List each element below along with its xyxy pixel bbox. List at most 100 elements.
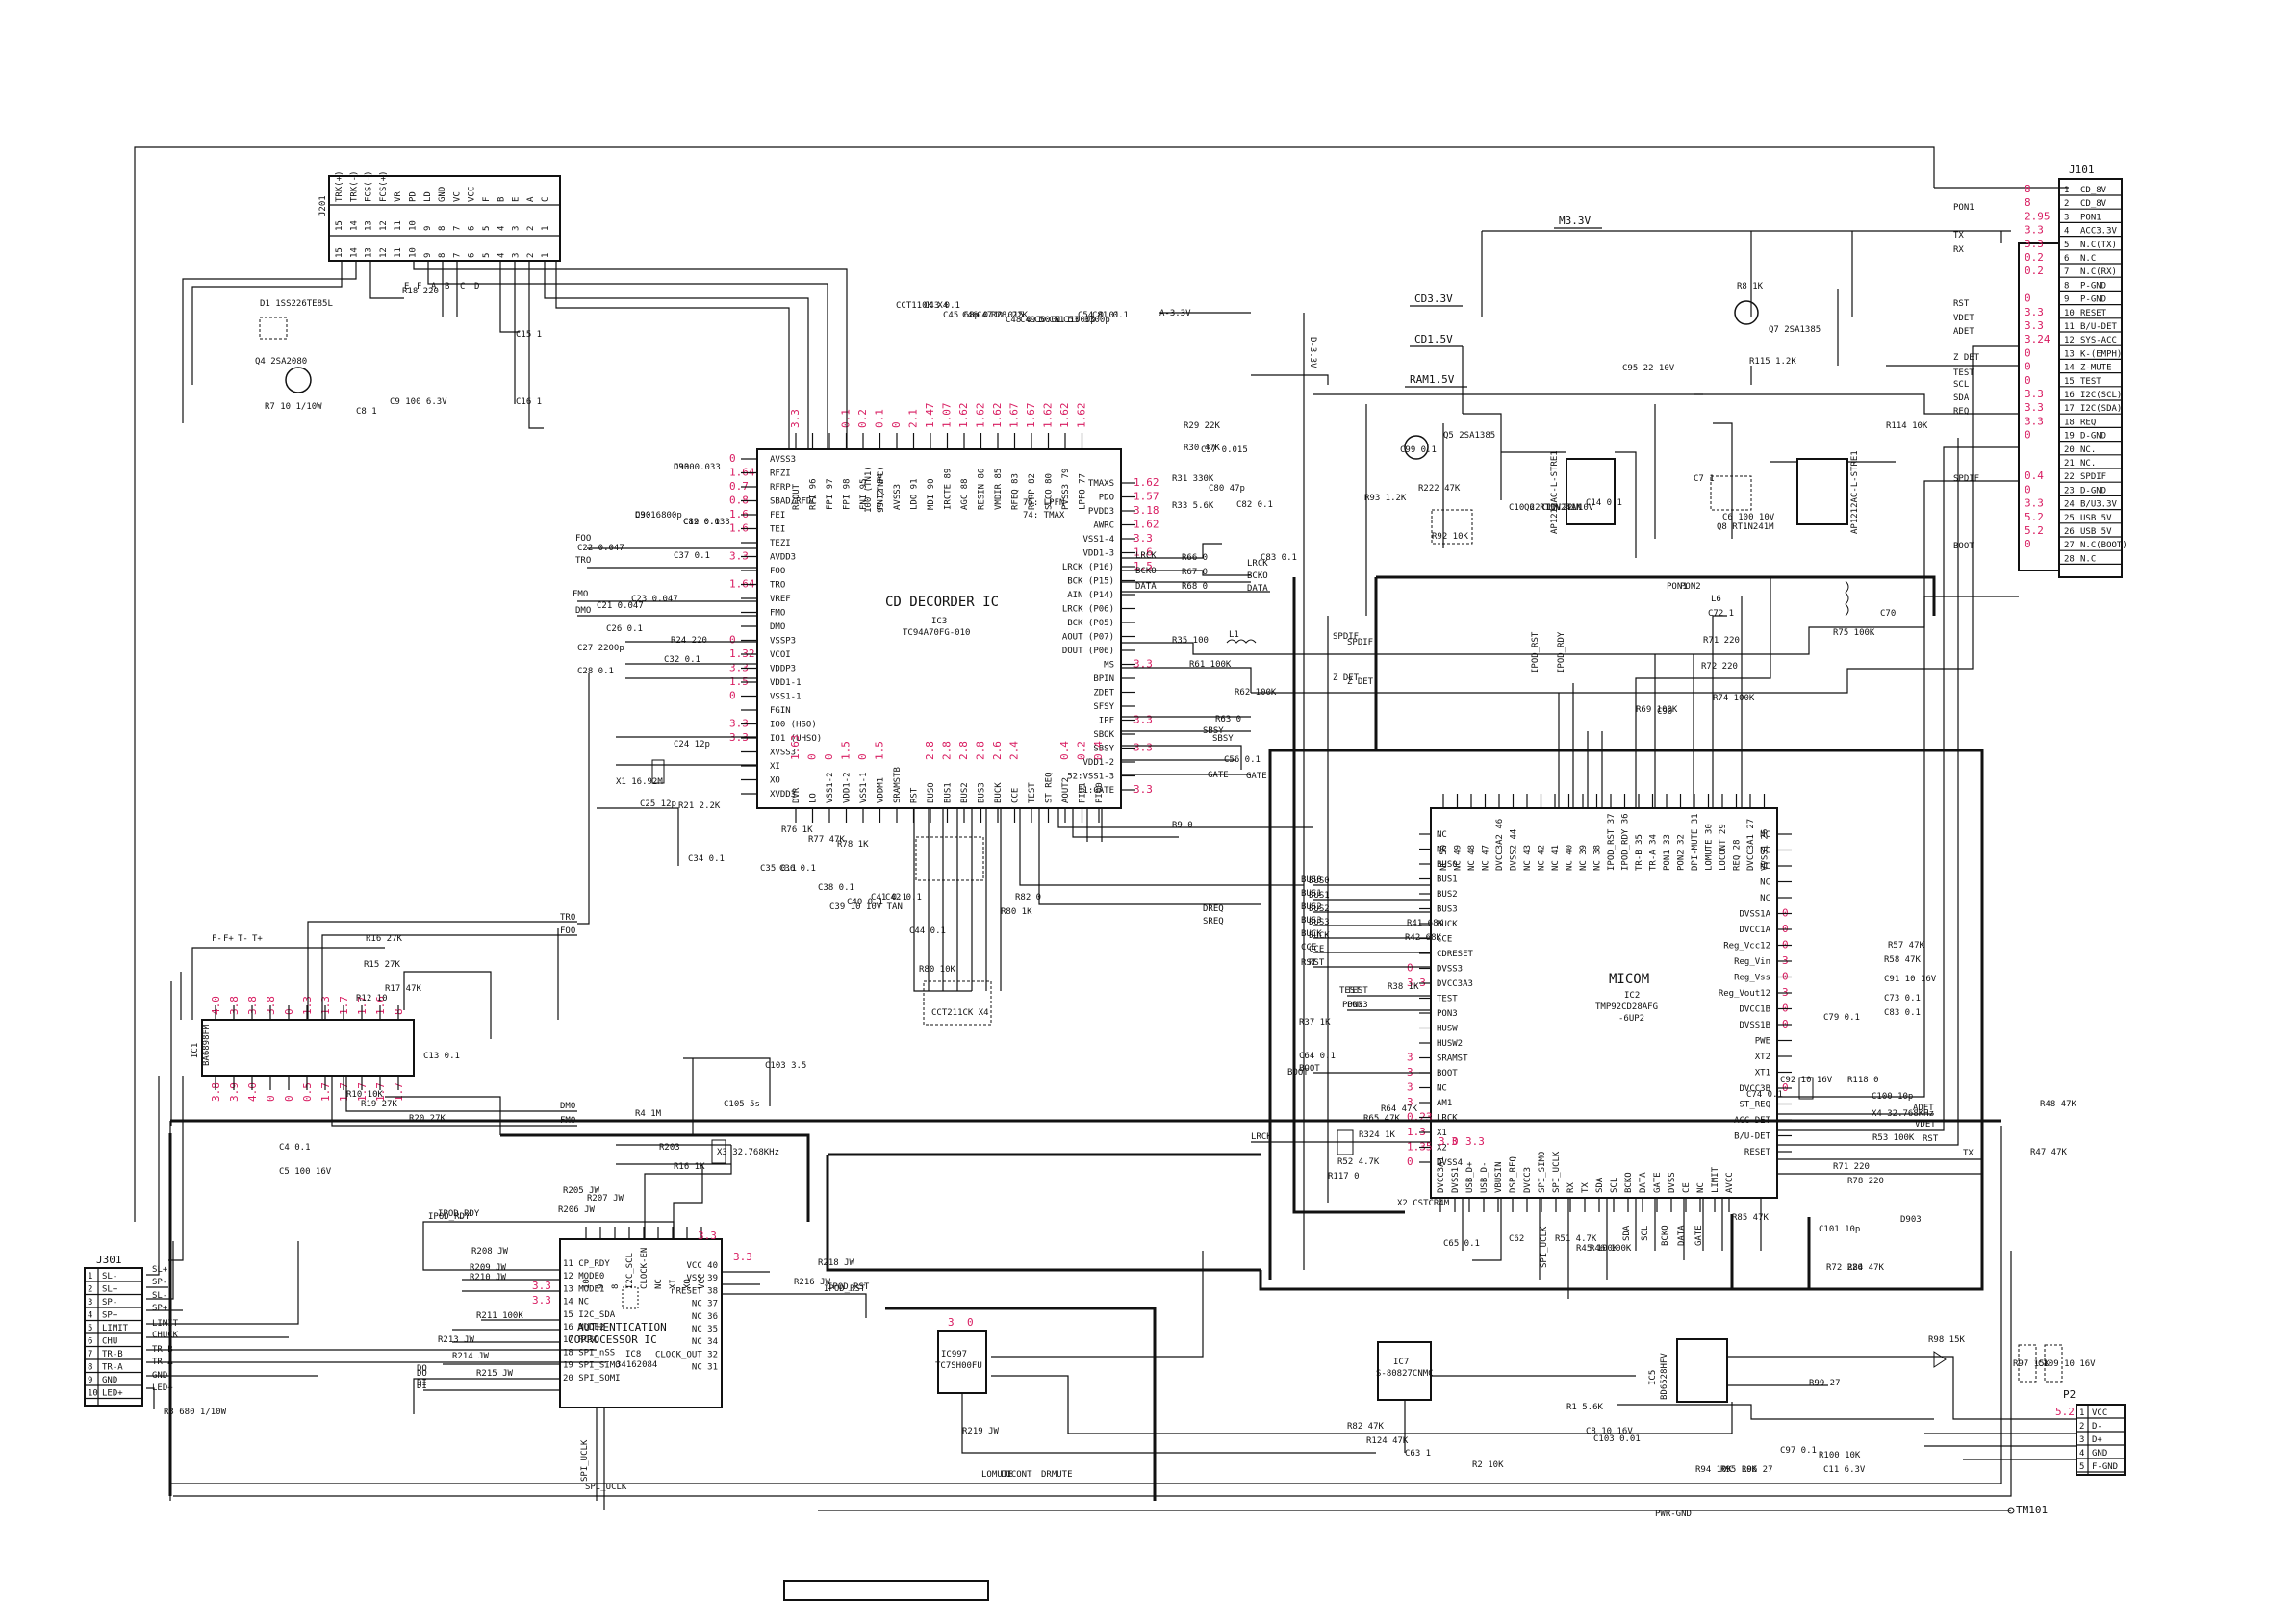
ic8-top-pin-label: 8 — [611, 1284, 621, 1289]
ic8-left-pin-label: 12 MODE0 — [563, 1272, 604, 1281]
ic3-bottom-pin-label: BUCK — [994, 782, 1004, 803]
j101-pin-voltage: 8 — [2025, 183, 2031, 195]
ic3-bottom-pin-voltage: 2.4 — [1008, 741, 1021, 760]
ic2-right-pin-label: NC — [1760, 878, 1770, 888]
rail-ram15v: RAM1.5V — [1410, 373, 1455, 386]
part-designator: R63 0 — [1215, 715, 1241, 724]
p2-pin-signal: D- — [2092, 1422, 2102, 1432]
j101-pin-voltage: 3.3 — [2025, 401, 2044, 414]
ic8-right-pin-label: NC 34 — [692, 1337, 718, 1347]
ic8-part: 34162084 — [616, 1360, 657, 1370]
part-designator: C74 0.1 — [1746, 1090, 1783, 1100]
j101-pin-voltage: 3.3 — [2025, 238, 2044, 250]
j101-net-label: SCL — [1953, 380, 1969, 390]
part-designator: C37 0.1 — [674, 551, 710, 561]
ic2-top-pin-label: NC 38 — [1593, 845, 1603, 871]
ic3-misc-1: 99 (TNPC) — [877, 466, 886, 513]
j101-pin-number: 24 — [2064, 500, 2075, 510]
svg-text:FOO: FOO — [560, 926, 575, 936]
ic1-ref: IC1 — [191, 1043, 200, 1058]
part-designator: C83 0.1 — [1884, 1008, 1921, 1018]
part-designator: R115 1.2K — [1749, 357, 1796, 367]
part-designator: R76 1K — [781, 825, 813, 835]
ic2-left-pin-label: DVSS4 — [1437, 1158, 1463, 1168]
j301-pin-signal: CHU — [102, 1337, 117, 1347]
svg-text:GATE: GATE — [1246, 772, 1267, 781]
ic2-right-pin-label: NC — [1760, 830, 1770, 840]
j101-pin-voltage: 0 — [2025, 346, 2031, 359]
svg-text:TRO: TRO — [560, 913, 575, 923]
ic3-right-pin-label: 51:GATE — [1078, 786, 1114, 796]
ic1-bottom-voltage: 4.0 — [246, 1082, 259, 1102]
ic3-right-pin-label: BCK (P15) — [1067, 577, 1114, 587]
ic3-bottom-pin-label: SRAMSTB — [893, 767, 903, 803]
ic990-reg: AP1212AC-L-STRE1 — [1550, 450, 1616, 534]
part-designator: C5 100 16V — [279, 1167, 332, 1177]
svg-text:SCL: SCL — [1641, 1226, 1650, 1241]
net-label: A — [431, 282, 437, 292]
ic8-right-pin-label: NC 31 — [692, 1363, 718, 1373]
j101-pin-signal: SYS-ACC — [2080, 336, 2117, 345]
j101-pin-signal: K-(EMPH) — [2080, 349, 2122, 359]
ic3-top-pin-voltage: 1.07 — [941, 403, 954, 429]
ic8-left-pin-label: 16 MODE2 — [563, 1323, 604, 1332]
svg-text:RST: RST — [1923, 1134, 1939, 1144]
part-designator: C9 100 6.3V — [390, 397, 447, 407]
ic3-bottom-pin-voltage: 1.5 — [874, 741, 886, 760]
ic3-top-pin-label: RFOUT — [792, 483, 802, 510]
j301-pin-number: 1 — [88, 1272, 92, 1281]
ic3-right-pin-voltage: 1.6 — [1133, 546, 1153, 559]
ic3-left-pin-label: FOO — [770, 567, 785, 576]
ic2-left-pin-label: NC — [1437, 846, 1447, 855]
part-designator: C45 68p — [943, 311, 980, 320]
j101-pin-signal: D-GND — [2080, 486, 2106, 495]
j201-pin-signal: C — [541, 197, 550, 202]
ic2-bottom-pin-label: USB_D+ — [1465, 1161, 1475, 1193]
part-designator: R17 47K — [385, 984, 422, 994]
net-label: LOCONT — [1001, 1470, 1032, 1480]
j101-pin-signal: P-GND — [2080, 295, 2106, 305]
j201-pin-signal: A — [526, 196, 536, 202]
ic3-left-pin-label: XI — [770, 762, 780, 772]
j301-pin-signal: SL+ — [102, 1285, 118, 1295]
part-designator: C30 6800p — [635, 511, 682, 520]
ic2-right-pin-label: DVCC1A — [1739, 926, 1770, 935]
part-designator: R69 100K — [1636, 705, 1678, 715]
part-designator: C17 22 10V — [1541, 503, 1594, 513]
ic2-left-pin-label: DVCC3A3 — [1437, 979, 1473, 989]
part-designator: D900 — [674, 463, 695, 472]
j101-pin-number: 26 — [2064, 527, 2075, 537]
ic2-right-pin-label: DVSS1B — [1739, 1021, 1770, 1030]
ic3-bottom-pin-voltage: 0.4 — [1058, 741, 1071, 760]
ic3-left-pin-label: TRO — [770, 581, 785, 591]
ic3-cd-decoder: CD DECORDER IC IC3 TC94A70FG-010 AVSS30R… — [729, 403, 1159, 823]
ic2-top-pin-label: REQ 28 — [1733, 839, 1743, 871]
part-designator: C64 0.1 — [1299, 1052, 1336, 1061]
part-designator: D903 — [1900, 1215, 1922, 1225]
ic2-left-pin-label: BOOT — [1437, 1069, 1458, 1078]
net-label: PON3 — [1342, 1001, 1363, 1010]
j101-pin-signal: B/U3.3V — [2080, 500, 2118, 510]
ic3-bottom-pin-label: VDD1-2 — [843, 772, 853, 803]
j101-pin-voltage: 5.2 — [2025, 511, 2044, 523]
ic3-right-pin-label: SFSY — [1093, 702, 1114, 712]
ic2-top-pin-label: IPOD_RST 37 — [1607, 813, 1617, 871]
net-label: B — [445, 282, 449, 292]
part-designator: R78 220 — [1847, 1177, 1884, 1186]
ic3-left-pin-voltage: 0.8 — [729, 495, 749, 507]
ic2-right-pin-label: Reg_Vss — [1734, 974, 1770, 983]
svg-text:BUS0: BUS0 — [1309, 876, 1330, 886]
p2-pin-signal: F-GND — [2092, 1462, 2118, 1472]
part-designator: C26 0.1 — [606, 624, 643, 634]
j101-pin-voltage: 0 — [2025, 483, 2031, 495]
part-designator: CCT211CK X4 — [931, 1008, 989, 1018]
ic2-top-pin-label: NC 42 — [1538, 845, 1547, 871]
j101-pin-number: 9 — [2064, 295, 2069, 305]
ic3-top-pin-voltage: 1.62 — [991, 403, 1004, 429]
part-designator: C6 100 10V — [1722, 513, 1775, 522]
j301-pin-number: 9 — [88, 1376, 92, 1385]
ic2-top-pin-label: VVSS1 26 — [1761, 829, 1770, 871]
net-label: TR-A — [152, 1358, 173, 1367]
ic2-left-pin-label: SRAMST — [1437, 1054, 1468, 1064]
